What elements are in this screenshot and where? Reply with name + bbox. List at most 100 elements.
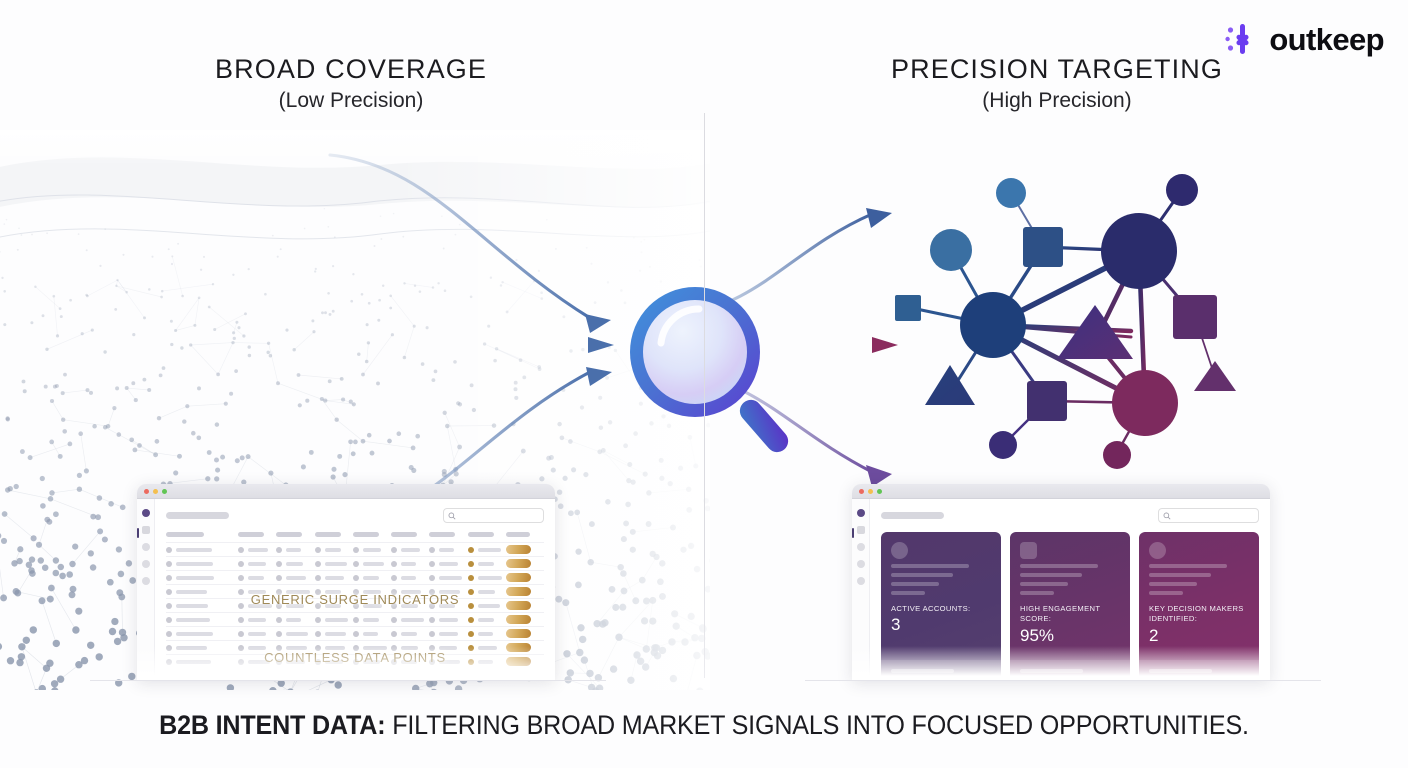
network-node bbox=[925, 365, 975, 405]
table-cell bbox=[391, 588, 429, 595]
table-cell bbox=[314, 644, 353, 651]
intent-score-badge bbox=[505, 643, 531, 652]
table-row[interactable] bbox=[166, 556, 544, 570]
minimize-icon[interactable] bbox=[868, 488, 873, 494]
sidebar-item-accounts[interactable] bbox=[856, 543, 865, 551]
table-cell bbox=[429, 616, 467, 623]
table-cell bbox=[505, 587, 544, 596]
sidebar-item-home[interactable] bbox=[856, 509, 865, 517]
card-text-placeholder bbox=[1149, 564, 1227, 568]
card-text-placeholder bbox=[891, 582, 939, 586]
signal-table[interactable] bbox=[166, 532, 544, 668]
table-row[interactable] bbox=[166, 598, 544, 612]
cell-dot bbox=[314, 588, 321, 595]
cell-dot bbox=[429, 630, 436, 637]
cell-bar bbox=[401, 575, 416, 580]
metric-label: HIGH ENGAGEMENT SCORE: bbox=[1020, 604, 1101, 624]
table-row[interactable] bbox=[166, 654, 544, 668]
sidebar-item-settings[interactable] bbox=[141, 577, 150, 585]
cell-dot bbox=[276, 560, 283, 567]
close-icon[interactable] bbox=[144, 488, 149, 494]
table-cell bbox=[391, 546, 429, 553]
cell-bar bbox=[248, 547, 268, 552]
caption-rest: FILTERING BROAD MARKET SIGNALS INTO FOCU… bbox=[385, 710, 1249, 740]
card-text-placeholder bbox=[1149, 573, 1211, 577]
sidebar-item-reports[interactable] bbox=[141, 560, 150, 568]
network-node bbox=[1103, 441, 1131, 469]
metric-label: KEY DECISION MAKERS IDENTIFIED: bbox=[1149, 604, 1244, 624]
cell-dot bbox=[238, 644, 244, 651]
cell-bar bbox=[439, 631, 459, 636]
sidebar-item-home[interactable] bbox=[141, 509, 150, 517]
card-text-placeholder bbox=[1149, 582, 1197, 586]
window-titlebar bbox=[852, 484, 1270, 499]
table-cell bbox=[505, 559, 544, 568]
table-cell bbox=[391, 658, 429, 665]
table-row[interactable] bbox=[166, 542, 544, 556]
cell-dot bbox=[238, 602, 244, 609]
right-column-title: PRECISION TARGETING bbox=[891, 54, 1223, 84]
cell-bar bbox=[362, 631, 378, 636]
cell-dot bbox=[391, 616, 397, 623]
cell-dot bbox=[314, 616, 321, 623]
card-progress-bar bbox=[1020, 669, 1083, 673]
maximize-icon[interactable] bbox=[162, 488, 167, 494]
table-cell bbox=[352, 630, 391, 637]
table-row[interactable] bbox=[166, 584, 544, 598]
broad-coverage-dashboard[interactable]: GENERIC SURGE INDICATORS COUNTLESS DATA … bbox=[137, 484, 555, 680]
search-input[interactable] bbox=[443, 508, 544, 523]
cell-bar bbox=[439, 547, 455, 552]
sidebar-item-settings[interactable] bbox=[856, 577, 865, 585]
network-node bbox=[1194, 361, 1236, 391]
cell-bar bbox=[176, 547, 212, 552]
network-node bbox=[1023, 227, 1063, 267]
cell-bar bbox=[439, 589, 461, 594]
metric-card[interactable]: KEY DECISION MAKERS IDENTIFIED:2 bbox=[1139, 532, 1259, 680]
table-cell bbox=[391, 602, 429, 609]
table-row[interactable] bbox=[166, 626, 544, 640]
cell-bar bbox=[324, 631, 346, 636]
cell-bar bbox=[324, 645, 345, 650]
card-text-placeholder bbox=[1020, 582, 1068, 586]
table-cell bbox=[391, 644, 429, 651]
intent-score-badge bbox=[505, 545, 531, 554]
cell-dot bbox=[467, 644, 474, 651]
table-cell bbox=[352, 644, 391, 651]
cell-bar bbox=[401, 645, 418, 650]
sidebar-rail[interactable] bbox=[137, 499, 155, 680]
cell-dot bbox=[314, 574, 321, 581]
maximize-icon[interactable] bbox=[877, 488, 882, 494]
cell-dot bbox=[429, 588, 436, 595]
network-node bbox=[989, 431, 1017, 459]
minimize-icon[interactable] bbox=[153, 488, 158, 494]
sidebar-item-reports[interactable] bbox=[856, 560, 865, 568]
intent-score-badge bbox=[505, 615, 531, 624]
cell-bar bbox=[477, 589, 495, 594]
table-row[interactable] bbox=[166, 640, 544, 654]
table-row[interactable] bbox=[166, 570, 544, 584]
sidebar-item-dashboard[interactable] bbox=[856, 526, 865, 534]
cell-bar bbox=[176, 589, 207, 594]
cell-bar bbox=[248, 645, 266, 650]
sidebar-item-dashboard[interactable] bbox=[141, 526, 150, 534]
table-row[interactable] bbox=[166, 612, 544, 626]
metric-card[interactable]: ACTIVE ACCOUNTS:3 bbox=[881, 532, 1001, 680]
sidebar-item-accounts[interactable] bbox=[141, 543, 150, 551]
cell-dot bbox=[467, 560, 474, 567]
cell-dot bbox=[314, 602, 321, 609]
sidebar-active-indicator bbox=[852, 528, 854, 538]
sidebar-rail[interactable] bbox=[852, 499, 870, 680]
cell-bar bbox=[176, 575, 214, 580]
card-footer bbox=[881, 660, 1001, 680]
search-input[interactable] bbox=[1158, 508, 1259, 523]
cell-dot bbox=[314, 644, 321, 651]
table-cell bbox=[238, 658, 276, 665]
metric-card[interactable]: HIGH ENGAGEMENT SCORE:95% bbox=[1010, 532, 1130, 680]
cell-dot bbox=[166, 616, 172, 623]
network-node bbox=[895, 295, 921, 321]
table-column-header bbox=[238, 532, 264, 537]
close-icon[interactable] bbox=[859, 488, 864, 494]
cell-bar bbox=[248, 561, 266, 566]
